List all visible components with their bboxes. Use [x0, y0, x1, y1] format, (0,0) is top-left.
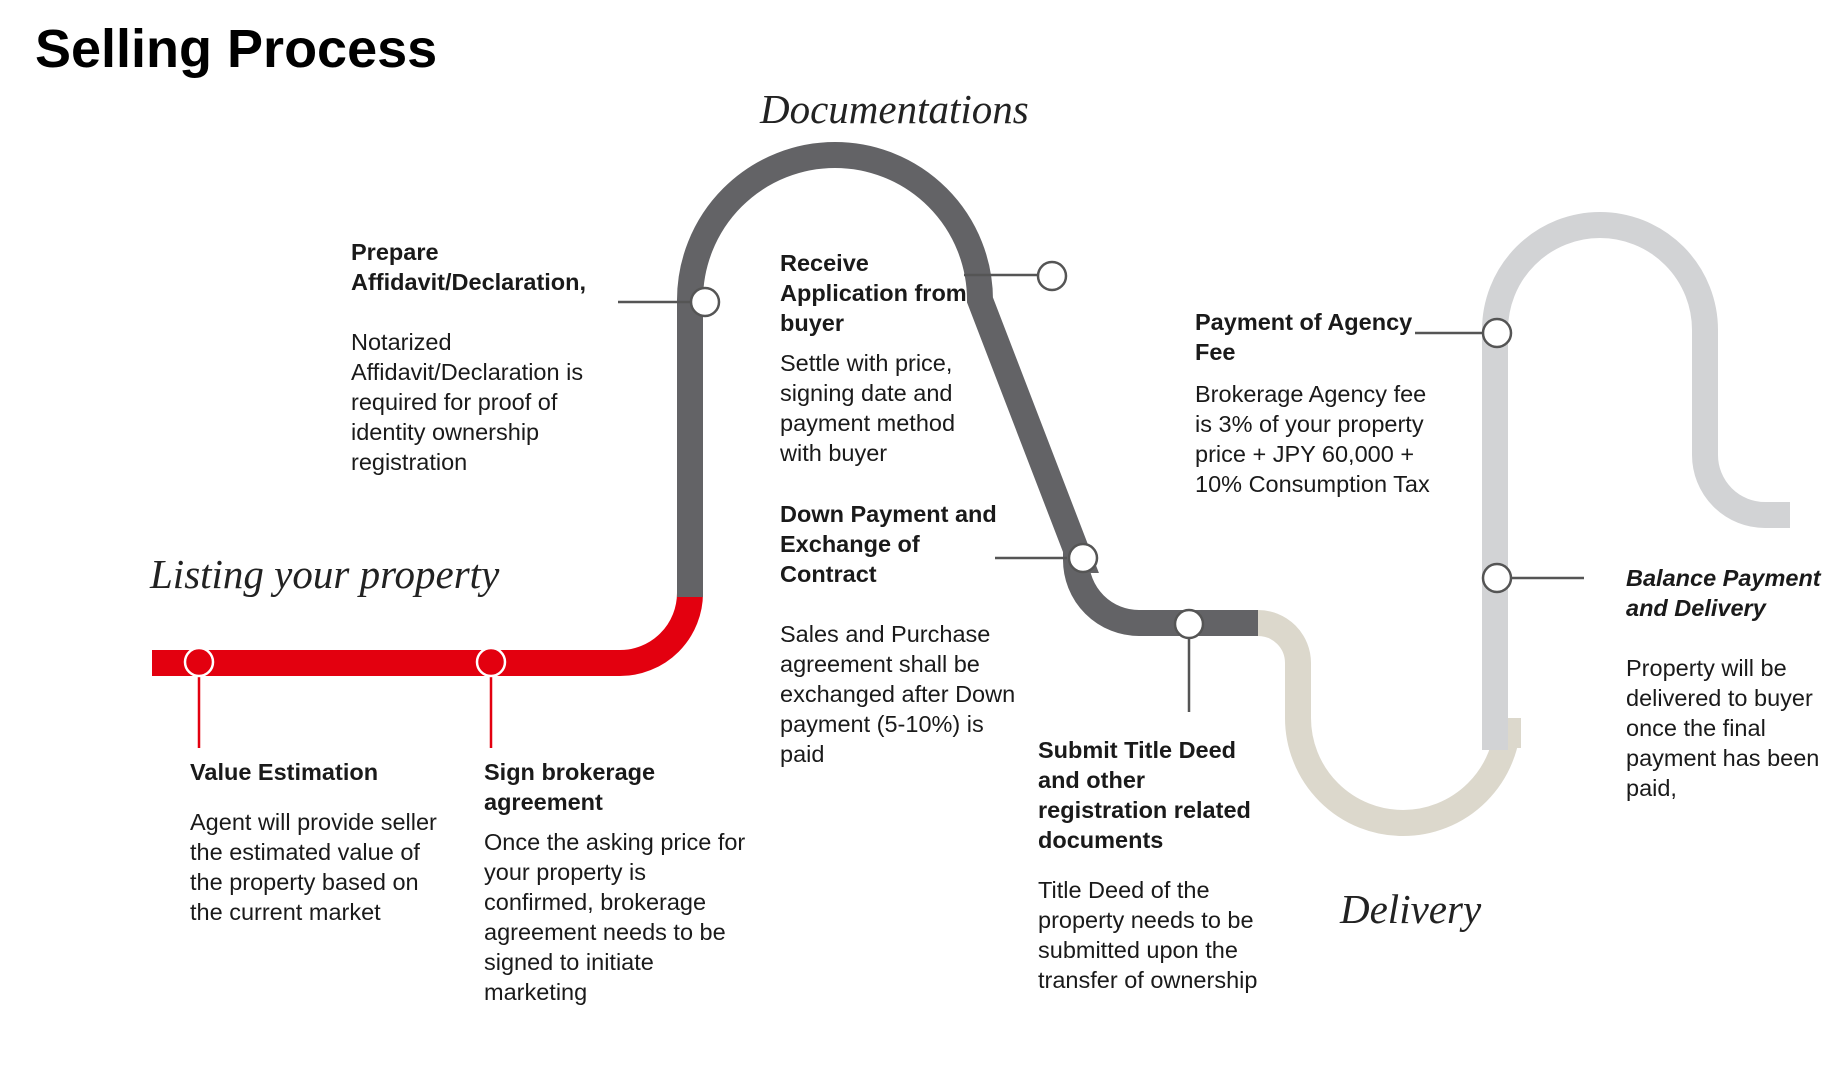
step-balance-payment: Balance Payment and Delivery Property wi… — [1626, 563, 1841, 803]
step-submit-title-deed: Submit Title Deed and other registration… — [1038, 735, 1268, 995]
step-title: Down Payment and Exchange of Contract — [780, 501, 997, 587]
step-description: Brokerage Agency fee is 3% of your prope… — [1195, 381, 1430, 497]
step-prepare-affidavit: Prepare Affidavit/Declaration, Notarized… — [351, 237, 621, 477]
step-title: Payment of Agency Fee — [1195, 309, 1413, 365]
node-down-payment — [1067, 542, 1099, 574]
track-segment-transition — [1257, 610, 1521, 836]
phase-label-delivery: Delivery — [1340, 886, 1482, 932]
node-payment-agency-fee — [1481, 317, 1513, 349]
page-title: Selling Process — [35, 19, 438, 79]
step-title: Balance Payment and Delivery — [1626, 565, 1821, 621]
track-segment-documentations — [677, 142, 1258, 636]
track-segment-delivery — [1482, 212, 1790, 750]
node-balance-payment — [1481, 562, 1513, 594]
step-description: Notarized Affidavit/Declaration is requi… — [351, 329, 584, 475]
node-prepare-affidavit — [689, 286, 721, 318]
step-description: Once the asking price for your property … — [484, 829, 746, 1005]
phase-label-listing: Listing your property — [150, 551, 500, 597]
step-description: Agent will provide seller the estimated … — [190, 809, 437, 925]
node-value-estimation — [183, 646, 215, 678]
node-sign-brokerage — [475, 646, 507, 678]
step-title: Prepare Affidavit/Declaration, — [351, 239, 587, 295]
step-receive-application: Receive Application from buyer Settle wi… — [780, 248, 995, 468]
step-title: Submit Title Deed and other registration… — [1038, 737, 1251, 853]
step-description: Settle with price, signing date and paym… — [780, 350, 956, 466]
phase-label-documentations: Documentations — [760, 86, 1029, 132]
step-title: Sign brokerage agreement — [484, 759, 656, 815]
step-description: Property will be delivered to buyer once… — [1626, 655, 1820, 801]
step-value-estimation: Value Estimation Agent will provide sell… — [190, 757, 445, 927]
step-title: Receive Application from buyer — [780, 250, 967, 336]
node-submit-title-deed — [1173, 608, 1205, 640]
node-receive-application — [1036, 260, 1068, 292]
step-description: Title Deed of the property needs to be s… — [1038, 877, 1258, 993]
step-down-payment: Down Payment and Exchange of Contract Sa… — [780, 499, 1020, 769]
track-segment-listing — [152, 592, 703, 676]
step-title: Value Estimation — [190, 759, 379, 785]
step-sign-brokerage: Sign brokerage agreement Once the asking… — [484, 757, 749, 1007]
step-description: Sales and Purchase agreement shall be ex… — [780, 621, 1016, 767]
step-payment-agency-fee: Payment of Agency Fee Brokerage Agency f… — [1195, 307, 1435, 499]
